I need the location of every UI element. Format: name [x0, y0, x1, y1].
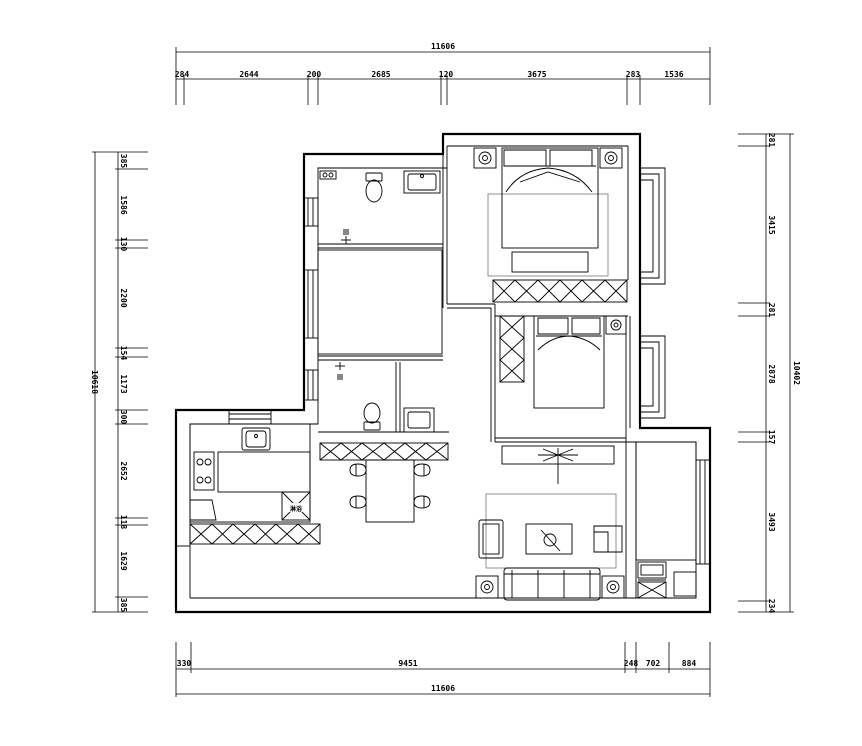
toilet-icon	[363, 402, 381, 431]
living-room	[475, 445, 625, 601]
right-dimension-chain: 10402 281 3415 281 2878 157 3493 234	[738, 133, 801, 614]
side-room-cabinet	[635, 441, 697, 561]
bathroom-2	[335, 362, 435, 433]
right-segment-7: 234	[767, 599, 776, 614]
left-total-dimension: 10618	[90, 370, 99, 394]
storage-box	[673, 571, 697, 597]
living-rug	[485, 493, 617, 569]
master-bed	[501, 147, 599, 249]
armchair-left	[478, 519, 504, 559]
left-segment-9: 118	[119, 515, 128, 530]
utility-cabinet	[637, 581, 667, 599]
stove-icon	[193, 451, 215, 491]
bottom-segment-3: 248	[624, 659, 639, 668]
faucet-icon	[319, 170, 337, 180]
top-segment-3: 200	[307, 70, 322, 79]
left-segment-1: 385	[119, 154, 128, 169]
left-segment-2: 1586	[119, 195, 128, 214]
left-segment-6: 1173	[119, 374, 128, 393]
side-table-lamp-icon	[601, 575, 625, 599]
windows	[228, 167, 711, 565]
corridor-cabinet	[319, 442, 449, 461]
right-segment-1: 281	[767, 133, 776, 148]
decor-bowl-icon	[540, 529, 561, 552]
second-bedroom	[499, 315, 627, 409]
bottom-segment-4: 702	[646, 659, 661, 668]
right-segment-6: 3493	[767, 512, 776, 531]
kitchen-island	[217, 451, 311, 493]
shower-head-icon	[341, 236, 351, 244]
left-dimension-chain: 10618 385 1586 130 2200 154 1173 300 265…	[90, 151, 148, 613]
coffee-table	[525, 523, 573, 555]
second-bed	[533, 315, 605, 409]
top-segment-1: 284	[175, 70, 190, 79]
side-table-lamp-icon	[475, 575, 499, 599]
dining-chair-icon	[349, 463, 431, 509]
bedroom-rug	[487, 193, 609, 277]
nightstand-lamp-icon	[473, 147, 497, 169]
bottom-total-dimension: 11606	[431, 684, 455, 693]
shower-head-icon	[335, 362, 345, 370]
left-segment-10: 1629	[119, 551, 128, 570]
kitchen: 淋浴	[189, 423, 321, 545]
tv-icon	[538, 448, 578, 484]
side-room	[635, 441, 697, 599]
right-segment-3: 281	[767, 303, 776, 318]
left-segment-3: 130	[119, 237, 128, 252]
bottom-segment-1: 330	[177, 659, 192, 668]
nightstand-lamp-icon	[605, 315, 627, 335]
right-segment-4: 2878	[767, 364, 776, 383]
top-segment-4: 2685	[371, 70, 390, 79]
toilet-icon	[365, 172, 383, 203]
top-segment-8: 1536	[664, 70, 683, 79]
range-hood-icon	[189, 499, 217, 521]
dining-area	[349, 459, 431, 523]
bathroom-1	[319, 170, 441, 244]
left-segment-4: 2200	[119, 288, 128, 307]
armchair-right	[593, 525, 623, 553]
left-segment-8: 2652	[119, 461, 128, 480]
interior-walls	[176, 145, 696, 598]
floor-drain-icon	[343, 229, 349, 235]
right-segment-5: 157	[767, 430, 776, 445]
left-segment-11: 385	[119, 598, 128, 613]
bottom-dimension-chain: 330 9451 248 702 884 11606	[175, 642, 711, 697]
bathroom2-window	[303, 369, 319, 401]
shower-area: 淋浴	[281, 491, 311, 521]
kitchen-lower-cabinet	[189, 523, 321, 545]
top-segment-2: 2644	[239, 70, 258, 79]
master-bedroom	[473, 147, 628, 303]
top-segment-7: 283	[626, 70, 641, 79]
sink-icon	[403, 407, 435, 433]
sofa	[503, 567, 601, 601]
bed-bench	[511, 251, 589, 273]
bedroom2-wardrobe	[499, 315, 525, 383]
kitchen-window	[228, 409, 272, 425]
bedroom2-bay-window	[640, 335, 666, 419]
top-segment-5: 120	[439, 70, 454, 79]
nightstand-lamp-icon	[599, 147, 623, 169]
left-segment-5: 154	[119, 346, 128, 361]
sink-icon	[403, 170, 441, 194]
floor-drain-icon	[337, 374, 343, 380]
top-total-dimension: 11606	[431, 42, 455, 51]
side-room-window	[695, 459, 711, 565]
dining-table	[365, 459, 415, 523]
right-segment-2: 3415	[767, 215, 776, 234]
bottom-segment-2: 9451	[398, 659, 417, 668]
left-segment-7: 300	[119, 410, 128, 425]
bottom-segment-5: 884	[682, 659, 697, 668]
study-window	[303, 269, 319, 339]
top-dimension-chain: 11606 284 2644 200 2685 120 3675 283 153…	[175, 42, 711, 105]
bathroom-window	[303, 197, 319, 227]
master-wardrobe	[492, 279, 628, 303]
shower-label: 淋浴	[290, 505, 303, 513]
kitchen-sink-icon	[241, 427, 271, 451]
master-bay-window	[640, 167, 666, 285]
washing-machine-icon	[637, 561, 667, 581]
top-segment-6: 3675	[527, 70, 546, 79]
study-room-floor	[317, 249, 443, 355]
right-total-dimension: 10402	[792, 361, 801, 385]
